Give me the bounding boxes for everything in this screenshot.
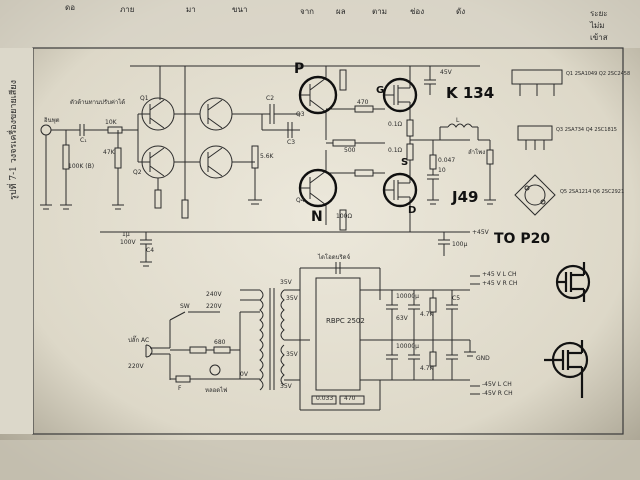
label-c1: C₁ [80, 137, 87, 144]
label-r500: 500 [344, 147, 356, 154]
label-c100v: 100V [120, 239, 136, 246]
label-c10000-2: 10000µ [396, 343, 419, 350]
label-r47k3: 4.7K [420, 365, 434, 372]
right-fragment: ระยะ [590, 9, 608, 18]
label-c1u: 1µ [122, 231, 130, 238]
header-fragment: ขนา [232, 5, 248, 14]
label-r100k: 100K (B) [68, 163, 95, 170]
label-out-n45r: -45V R CH [482, 390, 513, 397]
handwritten-s: S [401, 157, 409, 168]
label-r47k: 47K [103, 149, 115, 156]
label-r01b: 0.1Ω [388, 147, 403, 154]
label-pkg-bot: Q5 2SA1214 Q6 2SC2921 [560, 189, 625, 195]
header-fragment: ตาม [372, 7, 387, 16]
label-r100ohm: 100Ω [336, 213, 353, 220]
label-input-jack: อินพุต [44, 117, 60, 124]
label-ac220: 220V [128, 363, 144, 370]
label-xfmr-220: 220V [206, 303, 222, 310]
label-c470: 470 [344, 395, 356, 402]
label-r5k6: 5.6K [260, 153, 274, 160]
label-plug-ac: ปลั๊ก AC [128, 337, 150, 344]
label-lamp: หลอดไฟ [205, 387, 228, 394]
handwritten-k134: K 134 [446, 84, 495, 102]
label-out-p45l: +45 V L CH [482, 271, 517, 278]
label-v35c: 35V [286, 351, 298, 358]
right-fragment: ไม่ม [590, 21, 605, 30]
label-c2: C2 [266, 95, 275, 102]
handwritten-p: P [294, 61, 305, 77]
label-c63v: 63V [396, 315, 408, 322]
label-r10k: 10K [105, 119, 117, 126]
label-r47k2: 4.7K [420, 311, 434, 318]
label-xfmr-240: 240V [206, 291, 222, 298]
header-fragment: ภาย [120, 5, 135, 14]
handwritten-to-p20: TO P20 [494, 231, 551, 247]
header-fragment: ช่อง [410, 7, 425, 16]
label-r01: 0.1Ω [388, 121, 403, 128]
label-out-n45l: -45V L CH [482, 381, 512, 388]
label-r10: 10 [438, 167, 446, 174]
label-v35d: 35V [280, 383, 292, 390]
header-fragment: ผล [336, 7, 346, 16]
header-fragment: ดอ [65, 3, 75, 12]
label-v45-top: 45V [440, 69, 452, 76]
label-r680: 680 [214, 339, 226, 346]
handwritten-d: D [408, 205, 417, 216]
label-input-volume: ตัวต้านทานปรับค่าได้ [70, 99, 126, 106]
header-fragment: จาก [300, 7, 315, 16]
label-c4: C4 [146, 247, 155, 254]
label-q1: Q1 [140, 95, 149, 102]
label-xfmr-0: 0V [240, 371, 248, 378]
label-r470: 470 [357, 99, 369, 106]
label-fuse: F [178, 385, 182, 392]
label-sw: SW [180, 303, 190, 310]
label-q4: Q4 [296, 197, 305, 204]
label-pkg-top: Q1 2SA1049 Q2 2SC2458 [566, 71, 631, 77]
right-fragment: เข้าส [590, 33, 608, 42]
label-bridge: RBPC 2502 [326, 317, 365, 325]
label-coil: L [456, 117, 460, 124]
handwritten-g: G [376, 85, 385, 96]
label-ground: GND [476, 355, 490, 362]
label-bridge-title: ไดโอดบริดจ์ [318, 254, 351, 261]
label-out-p45r: +45 V R CH [482, 280, 518, 287]
label-speaker: ลำโพง [468, 149, 486, 156]
side-caption: รูปที่ 7-1 วงจรเครื่องขยายเสียง [9, 80, 19, 200]
label-v35b: 35V [286, 295, 298, 302]
handwritten-n: N [311, 209, 323, 225]
label-c100u: 100µ [452, 241, 468, 248]
label-q3: Q3 [296, 111, 305, 118]
label-q2: Q2 [133, 169, 142, 176]
label-pkg-mid: Q3 2SA734 Q4 2SC1815 [556, 127, 617, 133]
label-c0047: 0.047 [438, 157, 456, 164]
label-c0033: 0.033 [316, 395, 334, 402]
label-v35: 35V [280, 279, 292, 286]
label-c10000-1: 10000µ [396, 293, 419, 300]
handwritten-j49: J49 [452, 188, 479, 206]
header-fragment: มา [186, 5, 196, 14]
label-c3: C3 [287, 139, 296, 146]
header-fragment: ดัง [456, 7, 466, 16]
label-c5: C5 [452, 295, 461, 302]
label-rail-45v: +45V [472, 229, 489, 236]
